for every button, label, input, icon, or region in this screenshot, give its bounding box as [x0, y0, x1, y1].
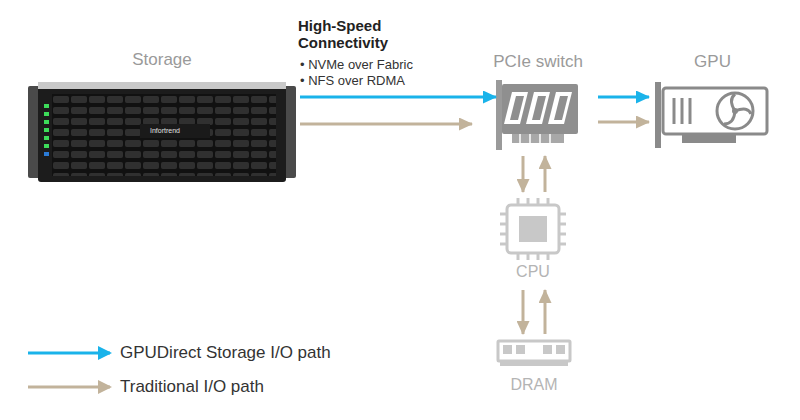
legend-entry: Traditional I/O path	[28, 377, 264, 397]
cpu-chip	[500, 198, 566, 260]
legend-entry: GPUDirect Storage I/O path	[28, 343, 331, 363]
traditional-path-arrow	[300, 123, 472, 126]
gpudirect-path-arrow	[300, 96, 496, 99]
traditional-path-arrow	[544, 156, 547, 192]
protocol-item: • NFS over RDMA	[300, 73, 405, 88]
storage-server	[28, 82, 296, 182]
pcie-card	[496, 80, 578, 150]
legend-arrow-sample	[28, 379, 112, 395]
traditional-path-arrow	[522, 290, 525, 334]
traditional-path-arrow	[598, 121, 649, 124]
gpu-card	[655, 82, 767, 148]
component-node: DRAM	[497, 338, 571, 366]
component-node: CPU	[500, 198, 566, 260]
traditional-path-arrow	[544, 290, 547, 334]
gpudirect-path-arrow	[598, 96, 649, 99]
component-label: Storage	[132, 50, 192, 70]
dram-module	[498, 341, 570, 366]
component-label: DRAM	[510, 376, 557, 394]
component-node: GPU	[655, 82, 770, 148]
component-node: PCIe switch	[496, 80, 580, 150]
component-label: GPU	[694, 52, 731, 72]
brand-logo: Infortrend	[150, 127, 180, 134]
traditional-path-arrow	[522, 156, 525, 192]
legend-label: GPUDirect Storage I/O path	[120, 343, 331, 363]
component-label: CPU	[516, 263, 550, 281]
legend-label: Traditional I/O path	[120, 377, 264, 397]
connection-label: High-Speed Connectivity	[298, 17, 418, 52]
component-label: PCIe switch	[493, 52, 583, 72]
legend-arrow-sample	[28, 345, 112, 361]
protocol-item: • NVMe over Fabric	[300, 57, 413, 72]
